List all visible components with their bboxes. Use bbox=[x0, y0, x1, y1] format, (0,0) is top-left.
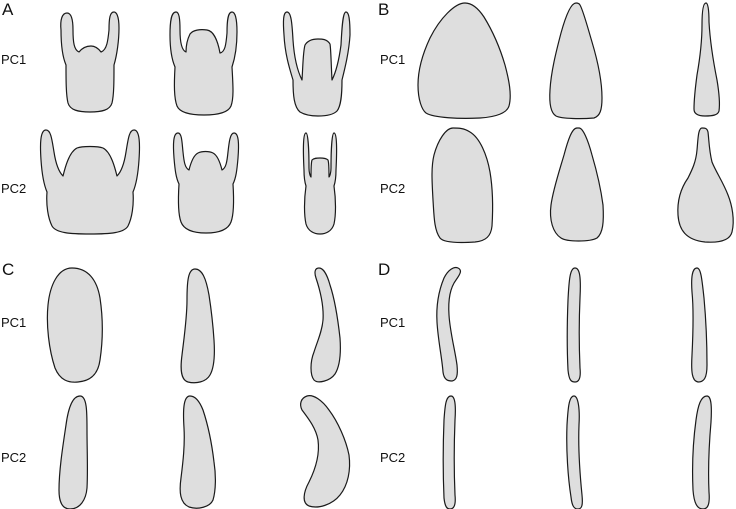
panel-c-pc1-shape-2 bbox=[180, 268, 215, 384]
panel-c-row-label-pc1: PC1 bbox=[1, 315, 26, 330]
panel-d-letter: D bbox=[378, 260, 390, 279]
panel-a: A PC1 PC2 bbox=[1, 0, 351, 235]
panel-c-row-label-pc2: PC2 bbox=[1, 450, 26, 465]
panel-b-letter: B bbox=[378, 0, 389, 19]
panel-b-row-label-pc2: PC2 bbox=[380, 181, 405, 196]
panel-c-pc1-shape-1 bbox=[46, 267, 103, 383]
panel-c-letter: C bbox=[2, 260, 14, 279]
panel-c-pc2-shape-2 bbox=[179, 395, 216, 509]
panel-b-pc1-shape-1 bbox=[417, 2, 511, 119]
panel-a-letter: A bbox=[2, 0, 14, 19]
panel-a-pc2-shape-3 bbox=[302, 132, 338, 235]
panel-b-pc2-shape-3 bbox=[677, 127, 734, 243]
panel-b: B PC1 PC2 bbox=[378, 0, 734, 244]
panel-d-pc1-shape-2 bbox=[566, 267, 581, 383]
panel-a-row-label-pc2: PC2 bbox=[1, 181, 26, 196]
panel-d-pc2-shape-2 bbox=[566, 395, 583, 509]
panel-b-pc2-shape-1 bbox=[431, 127, 494, 244]
panel-d-row-label-pc1: PC1 bbox=[380, 315, 405, 330]
panel-a-pc2-shape-2 bbox=[172, 132, 240, 234]
panel-a-pc1-shape-3 bbox=[282, 11, 351, 117]
panel-d-pc1-shape-1 bbox=[436, 266, 462, 382]
panel-d-pc1-shape-3 bbox=[691, 267, 708, 383]
panel-b-row-label-pc1: PC1 bbox=[380, 52, 405, 67]
panel-c-pc1-shape-3 bbox=[310, 267, 341, 383]
panel-d-pc2-shape-3 bbox=[692, 395, 712, 509]
panel-b-pc1-shape-3 bbox=[693, 2, 720, 117]
panel-a-pc2-shape-1 bbox=[39, 129, 141, 235]
panel-c: C PC1 PC2 bbox=[1, 260, 351, 509]
panel-d: D PC1 PC2 bbox=[378, 260, 712, 509]
panel-c-pc2-shape-3 bbox=[300, 395, 351, 508]
panel-d-row-label-pc2: PC2 bbox=[380, 450, 405, 465]
panel-b-pc2-shape-2 bbox=[549, 127, 604, 242]
panel-a-pc1-shape-1 bbox=[60, 11, 120, 113]
panel-a-pc1-shape-2 bbox=[169, 11, 238, 116]
panel-b-pc1-shape-2 bbox=[549, 2, 603, 120]
panel-a-row-label-pc1: PC1 bbox=[1, 52, 26, 67]
panel-d-pc2-shape-1 bbox=[442, 395, 456, 509]
panel-c-pc2-shape-1 bbox=[58, 395, 89, 509]
